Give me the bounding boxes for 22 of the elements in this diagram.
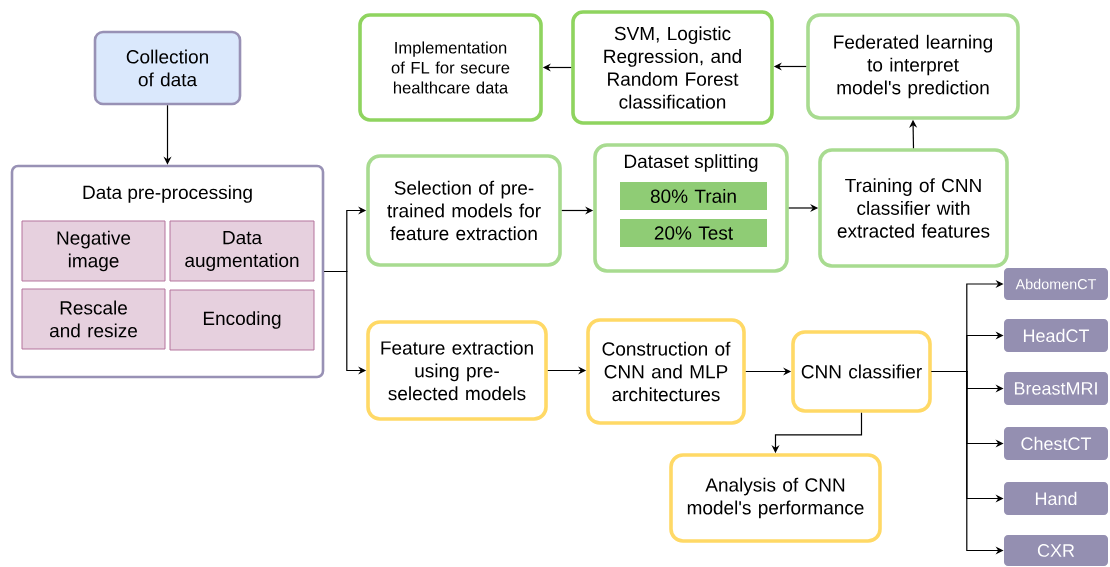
output-label: CXR [1004, 535, 1108, 566]
process-box: SVM, Logistic Regression, and Random Forest classification [571, 10, 774, 125]
process-box: Federated learning to interpret model's prediction [806, 13, 1020, 120]
step-cell: Negative image [21, 220, 166, 282]
split-bar: 80% Train [620, 182, 767, 210]
split-bar: 20% Test [620, 219, 767, 247]
output-label: ChestCT [1004, 427, 1108, 460]
output-label: AbdomenCT [1004, 268, 1108, 300]
process-box: Construction of CNN and MLP architectures [586, 318, 746, 425]
process-box: Feature extraction using pre-selected models [366, 320, 548, 421]
output-label: Hand [1004, 482, 1108, 515]
process-box: Training of CNN classifier with extracted features [818, 148, 1009, 268]
step-cell: Rescale and resize [21, 288, 166, 350]
process-box: CNN classifier [791, 330, 932, 413]
process-box: Implementation of FL for secure healthcare data [358, 13, 543, 122]
box-rounded: Collection of data [93, 30, 242, 106]
process-box: Selection of pre-trained models for feature extraction [366, 154, 562, 267]
output-label: HeadCT [1004, 319, 1108, 352]
step-cell: Data augmentation [169, 220, 315, 282]
output-label: BreastMRI [1004, 372, 1108, 405]
process-box: Analysis of CNN model's performance [669, 453, 882, 543]
step-cell: Encoding [169, 289, 315, 351]
